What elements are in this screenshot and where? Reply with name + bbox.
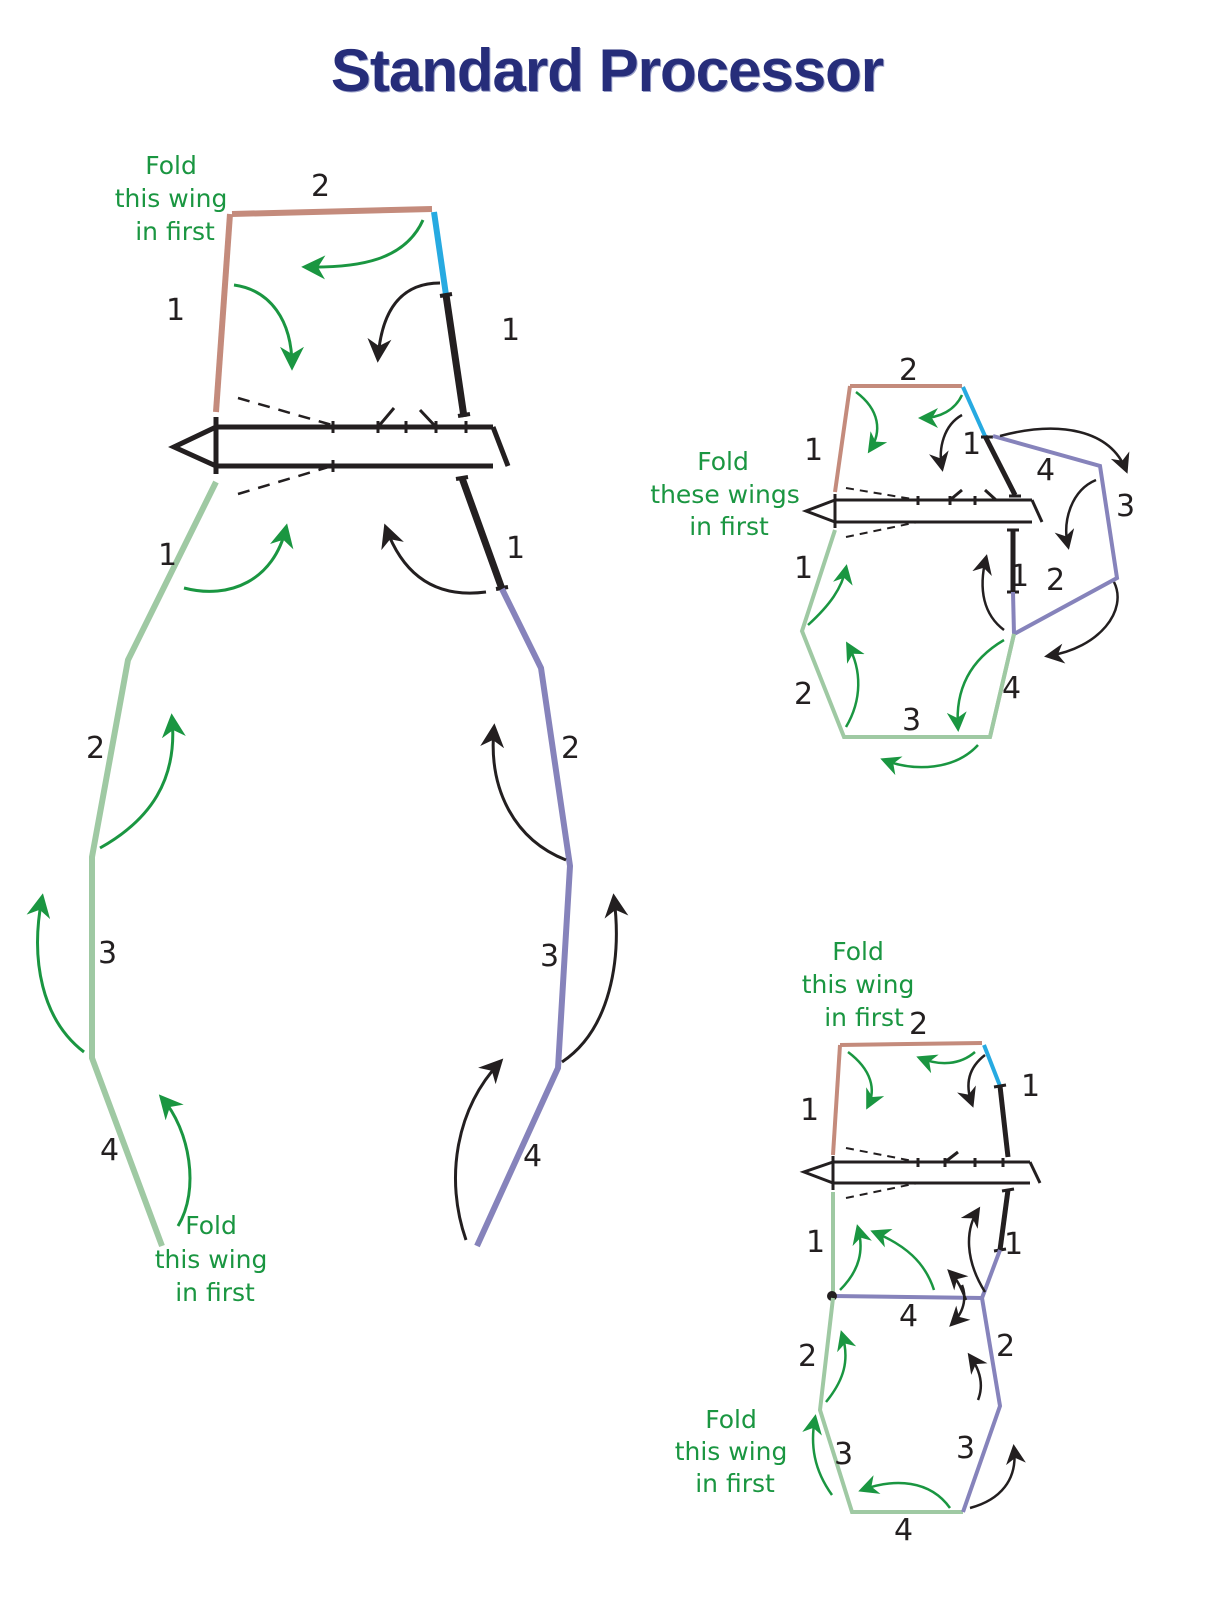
rod-segment-bottom <box>997 1189 1011 1251</box>
wing-purple-right <box>474 587 574 1248</box>
segment-label: 1 <box>794 551 813 586</box>
wing-purple-lower <box>961 1297 1003 1513</box>
segment-label: 2 <box>899 353 918 388</box>
fold-annotation: Fold these wings in first <box>650 447 807 541</box>
processor-body <box>799 1150 1042 1190</box>
fold-annotation-top: Fold this wing in first <box>115 151 236 246</box>
segment-label: 1 <box>166 293 185 328</box>
wing-segment-brown-2 <box>839 1041 983 1047</box>
processor-body <box>168 417 511 474</box>
rod-segment-top <box>982 434 1018 497</box>
segment-label: 1 <box>501 313 520 348</box>
step3-diagram: 2 1 1 1 1 4 2 2 3 3 4 Fold this wing in … <box>675 937 1042 1548</box>
segment-label: 3 <box>1116 489 1135 524</box>
segment-label: 2 <box>1046 563 1065 598</box>
dashed-fold-lines <box>845 487 919 538</box>
segment-label: 1 <box>962 427 981 462</box>
rod-tick <box>1001 1187 1015 1193</box>
rod-tick <box>455 475 469 481</box>
segment-label: 1 <box>158 538 177 573</box>
rod-tick <box>495 585 509 591</box>
segment-label: 2 <box>561 731 580 766</box>
rod-segment-top <box>997 1085 1011 1158</box>
wing-segment-brown-2 <box>231 206 433 217</box>
segment-label: 2 <box>909 1007 928 1042</box>
wing-green-lower <box>817 1297 963 1514</box>
segment-label: 3 <box>956 1431 975 1466</box>
fold-annotation-top: Fold this wing in first <box>802 937 923 1032</box>
segment-label: 2 <box>794 677 813 712</box>
segment-label: 4 <box>1002 671 1021 706</box>
segment-label: 1 <box>1004 1227 1023 1262</box>
segment-label: 2 <box>996 1329 1015 1364</box>
rod-segment-top <box>442 294 468 418</box>
wing-segment-brown-1 <box>831 1044 842 1156</box>
segment-label: 3 <box>98 936 117 971</box>
wing-segment-brown-1 <box>833 385 852 493</box>
segment-label: 1 <box>806 1225 825 1260</box>
fold-arrow-icon <box>802 1051 1026 1510</box>
segment-label: 1 <box>1010 559 1029 594</box>
wing-segment-brown-1 <box>213 213 233 413</box>
wing-segment-blue <box>961 386 987 437</box>
rod-tick <box>457 412 471 418</box>
rod-tick <box>993 1083 1007 1089</box>
processor-body <box>801 488 1044 528</box>
wing-segment-purple <box>1011 591 1016 635</box>
wing-segment-blue <box>431 211 449 296</box>
segment-label: 3 <box>834 1437 853 1472</box>
wing-purple <box>992 434 1120 636</box>
processor-ticks <box>331 407 468 472</box>
segment-label: 2 <box>86 731 105 766</box>
fold-arrow-icon <box>26 219 629 1241</box>
segment-label: 1 <box>800 1093 819 1128</box>
main-diagram: 1 2 1 1 2 3 4 1 2 3 4 Fold this wing in … <box>26 151 629 1307</box>
segment-label: 1 <box>804 433 823 468</box>
wing-green-left <box>89 480 219 1248</box>
segment-label: 3 <box>902 703 921 738</box>
page-title: Standard Processor <box>330 37 884 104</box>
segment-label: 4 <box>894 1513 913 1548</box>
step2-diagram: 2 1 1 4 3 2 1 1 2 3 4 Fold these wings i… <box>650 353 1135 776</box>
fold-annotation-bottom: Fold this wing in first <box>155 1211 276 1307</box>
segment-label: 4 <box>899 1299 918 1334</box>
segment-label: 3 <box>540 939 559 974</box>
segment-label: 4 <box>100 1133 119 1168</box>
segment-label: 1 <box>506 531 525 566</box>
wing-segment-green <box>988 633 1016 738</box>
fold-annotation-left: Fold this wing in first <box>675 1405 796 1498</box>
wing-segment-purple-4 <box>832 1294 983 1300</box>
segment-label: 4 <box>523 1139 542 1174</box>
rod-tick <box>439 292 453 298</box>
fold-arrow-icon <box>807 391 1130 776</box>
dashed-fold-lines <box>845 1147 919 1199</box>
segment-label: 4 <box>1036 453 1055 488</box>
segment-label: 1 <box>1021 1069 1040 1104</box>
segment-label: 2 <box>311 169 330 204</box>
dashed-fold-lines <box>237 396 333 496</box>
wing-segment-blue <box>982 1044 1002 1087</box>
rod-segment-bottom <box>458 476 506 591</box>
segment-label: 2 <box>798 1339 817 1374</box>
